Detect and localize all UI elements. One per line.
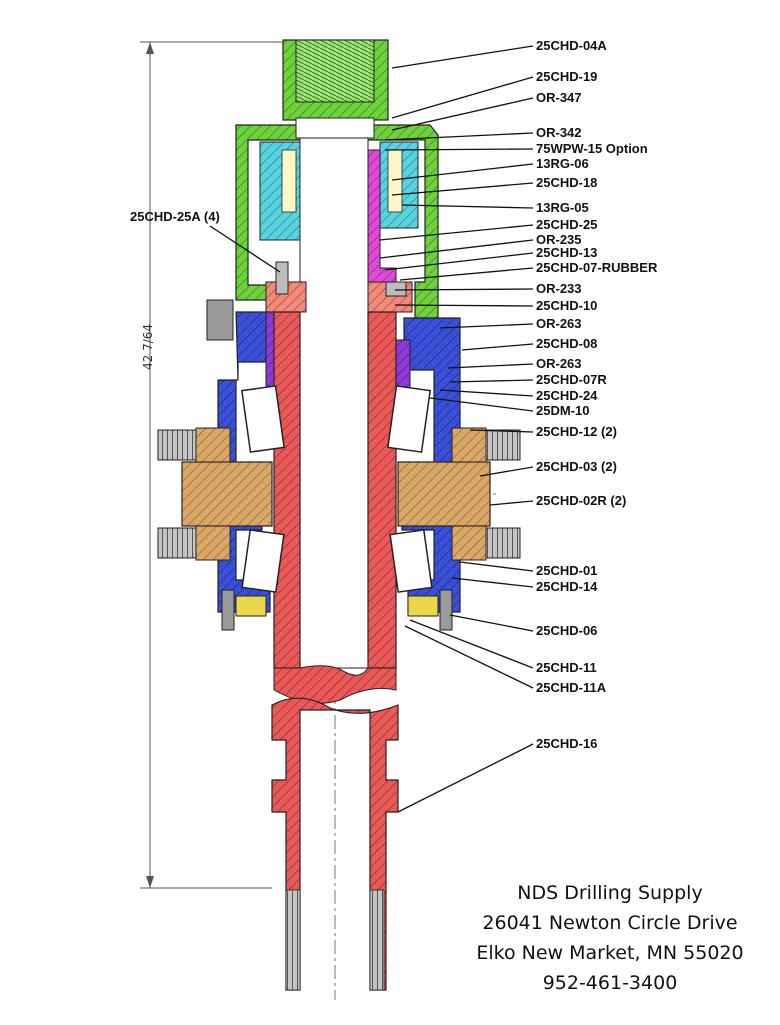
callout-leader — [384, 252, 534, 271]
callout-leader — [397, 743, 534, 813]
upper-housing — [235, 39, 439, 319]
part-callout-label: 25DM-10 — [536, 403, 589, 418]
callout-leader — [451, 577, 534, 588]
part-callout-label: OR-263 — [536, 356, 582, 371]
overall-height-dimension: 42 7/64 — [140, 41, 282, 889]
callout-leader — [379, 239, 534, 259]
packing-box — [259, 141, 419, 241]
part-callout-label: 25CHD-25A (4) — [130, 209, 220, 224]
part-callout-label: 13RG-06 — [536, 156, 589, 171]
part-callout-label: 75WPW-15 Option — [536, 141, 648, 156]
callout-leader — [391, 97, 534, 131]
callout-leader — [394, 288, 534, 291]
callout-leader — [391, 45, 534, 69]
part-callout-label: 25CHD-01 — [536, 563, 597, 578]
company-address-block: NDS Drilling Supply 26041 Newton Circle … — [450, 878, 770, 998]
callout-leader — [379, 224, 534, 241]
spindle — [271, 311, 399, 991]
callout-leader — [391, 163, 534, 181]
callout-leader — [394, 304, 534, 307]
callout-leader — [479, 466, 534, 477]
callout-leader — [461, 343, 534, 351]
wash-pipe-bore — [299, 137, 369, 669]
part-callout-label: 25CHD-04A — [536, 38, 607, 53]
part-callout-label: 25CHD-16 — [536, 736, 597, 751]
callout-leader — [399, 267, 534, 281]
callout-leader — [209, 225, 281, 273]
part-callout-label: 25CHD-18 — [536, 175, 597, 190]
part-callout-label: 25CHD-07-RUBBER — [536, 260, 658, 275]
callout-leader — [384, 148, 534, 151]
part-callout-label: 25CHD-07R — [536, 372, 607, 387]
company-phone: 952-461-3400 — [542, 972, 678, 994]
part-callout-label: 25CHD-03 (2) — [536, 459, 617, 474]
company-street: 26041 Newton Circle Drive — [482, 912, 738, 934]
part-callout-label: 25CHD-12 (2) — [536, 424, 617, 439]
part-callout-label: 25CHD-24 — [536, 388, 598, 403]
company-name: NDS Drilling Supply — [517, 882, 703, 904]
callout-leader — [449, 379, 534, 383]
callout-leader — [391, 76, 534, 119]
callout-leader — [404, 625, 534, 689]
bolt-left — [221, 589, 235, 631]
part-callout-label: 25CHD-02R (2) — [536, 493, 626, 508]
retainer-right — [407, 595, 439, 617]
packing-nut — [265, 261, 413, 313]
callout-leader — [439, 389, 534, 397]
part-callout-label: 25CHD-25 — [536, 217, 597, 232]
callout-leader — [449, 614, 534, 632]
lower-bearings — [241, 529, 433, 593]
part-callout-label: 25CHD-14 — [536, 579, 598, 594]
part-callout-label: OR-347 — [536, 90, 582, 105]
upper-bearings — [241, 385, 431, 453]
callout-leader — [459, 561, 534, 572]
part-callout-label: 25CHD-11 — [536, 660, 597, 675]
dimension-label: 42 7/64 — [141, 324, 155, 370]
part-callout-label: 25CHD-19 — [536, 69, 597, 84]
trunnions — [157, 427, 521, 561]
callout-leader — [384, 132, 534, 141]
part-callout-label: OR-342 — [536, 125, 582, 140]
part-callout-label: 25CHD-13 — [536, 245, 597, 260]
part-callout-label: 25CHD-08 — [536, 336, 597, 351]
part-callout-label: 25CHD-10 — [536, 298, 597, 313]
company-city: Elko New Market, MN 55020 — [476, 942, 744, 964]
callout-leader — [469, 429, 534, 433]
retainer-left — [235, 595, 267, 617]
callout-leader — [439, 323, 534, 329]
callout-leader — [409, 619, 534, 669]
part-callout-label: OR-263 — [536, 316, 582, 331]
part-callout-label: 13RG-05 — [536, 200, 589, 215]
callout-leader — [489, 500, 534, 506]
part-callout-label: 25CHD-06 — [536, 623, 597, 638]
callout-leader — [401, 204, 534, 209]
part-callout-label: 25CHD-11A — [536, 680, 607, 695]
bolt-right — [439, 589, 453, 631]
callout-leader — [429, 397, 534, 412]
callout-leader — [447, 363, 534, 369]
part-callout-label: OR-235 — [536, 232, 582, 247]
part-callout-label: OR-233 — [536, 281, 582, 296]
callout-leader — [391, 182, 534, 196]
